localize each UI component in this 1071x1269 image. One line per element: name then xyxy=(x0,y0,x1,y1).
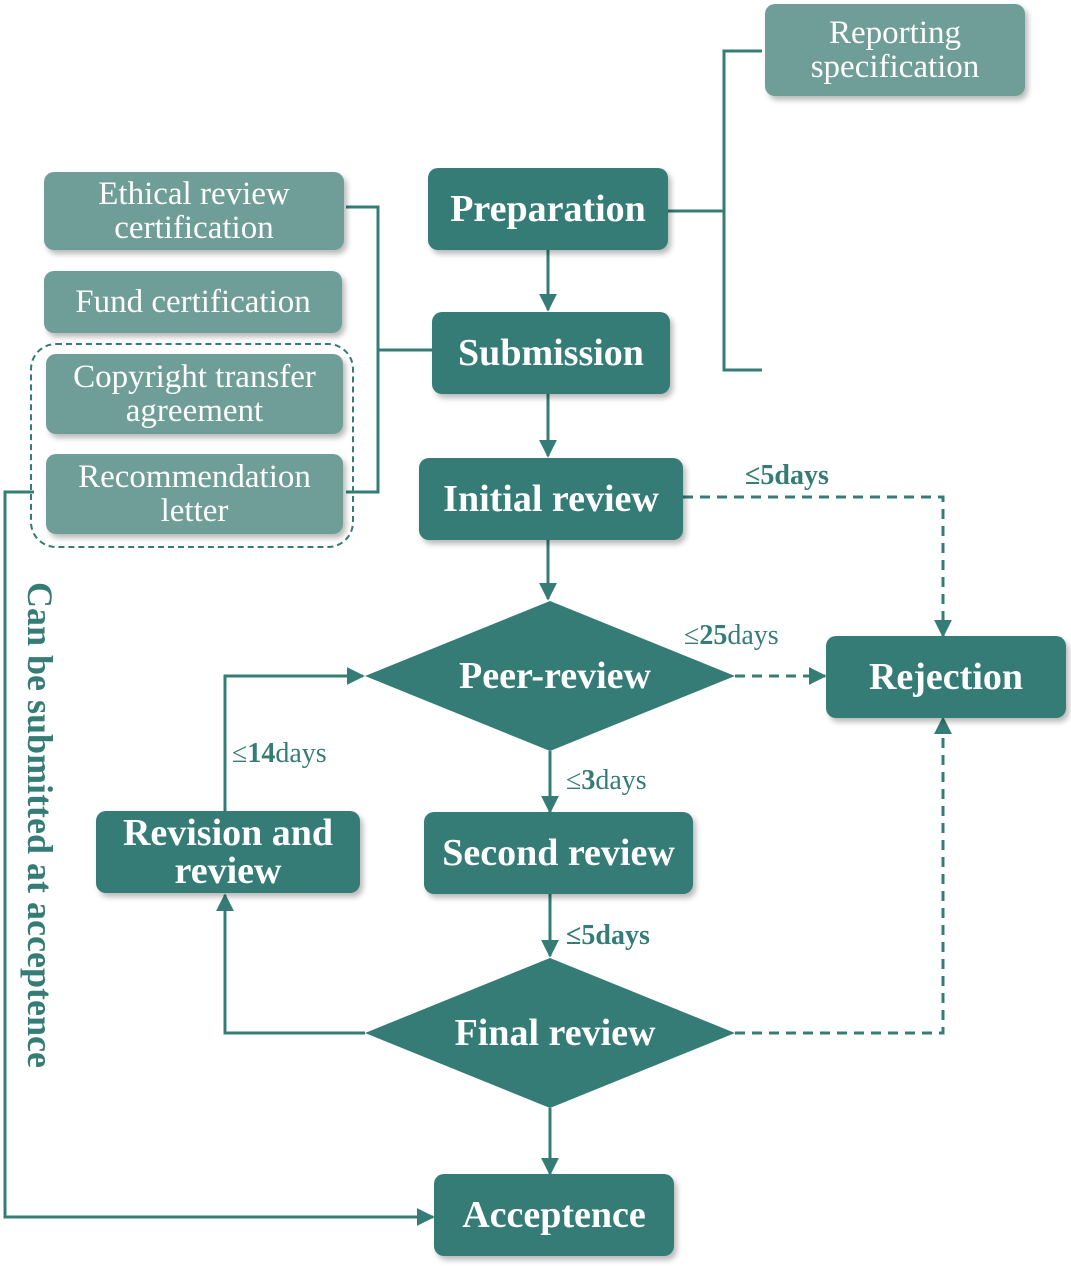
recommendation-letter-box[interactable]: Recommendation letter xyxy=(46,454,343,534)
copyright-line1: Copyright transfer xyxy=(73,359,316,395)
acceptence-box[interactable]: Acceptence xyxy=(434,1174,674,1256)
fund-certification-box[interactable]: Fund certification xyxy=(44,271,342,333)
final-review-diamond[interactable] xyxy=(365,958,735,1108)
second-review-box[interactable]: Second review xyxy=(424,812,693,894)
ethical-line1: Ethical review xyxy=(98,176,290,212)
optional-documents-group xyxy=(30,343,354,548)
submission-label: Submission xyxy=(458,332,644,374)
rejection-label: Rejection xyxy=(868,656,1024,698)
duration-unit: days xyxy=(774,460,829,491)
revision-line1: Revision and xyxy=(122,812,334,854)
path-recommendation-acceptence xyxy=(3,490,435,1226)
duration-unit: days xyxy=(595,920,650,951)
duration-symbol: ≤ xyxy=(566,765,582,796)
bracket-reporting-vertical xyxy=(722,49,762,372)
preparation-box[interactable]: Preparation xyxy=(428,168,668,250)
recommendation-line1: Recommendation xyxy=(78,459,311,495)
duration-revision-peer: ≤14days xyxy=(232,739,327,769)
peer-review-diamond[interactable] xyxy=(365,601,735,751)
fund-label: Fund certification xyxy=(75,284,311,320)
duration-number: 5 xyxy=(760,460,775,491)
reporting-line2: specification xyxy=(810,49,980,85)
duration-number: 14 xyxy=(247,738,276,769)
duration-symbol: ≤ xyxy=(745,460,761,491)
duration-number: 5 xyxy=(581,920,596,951)
revision-line2: review xyxy=(174,850,282,892)
ethical-review-box[interactable]: Ethical review certification xyxy=(44,172,344,250)
duration-initial-rejection: ≤5days xyxy=(745,461,829,491)
arrow-revision-peer xyxy=(223,667,365,811)
arrow-final-revision xyxy=(216,893,365,1035)
second-review-label: Second review xyxy=(442,832,675,874)
recommendation-line2: letter xyxy=(160,493,229,529)
duration-peer-rejection: ≤25days xyxy=(684,621,779,651)
dashed-final-rejection xyxy=(735,716,952,1035)
preparation-label: Preparation xyxy=(450,188,646,230)
duration-symbol: ≤ xyxy=(684,620,700,651)
duration-symbol: ≤ xyxy=(232,738,248,769)
submitted-at-acceptence-note: Can be submitted at acceptence xyxy=(20,582,60,1068)
reporting-specification-box[interactable]: Reporting specification xyxy=(765,4,1025,96)
peer-review-label: Peer-review xyxy=(459,655,651,697)
final-review-label: Final review xyxy=(454,1012,656,1054)
duration-second-final: ≤5days xyxy=(566,921,650,951)
duration-symbol: ≤ xyxy=(566,920,582,951)
duration-unit: days xyxy=(727,620,779,651)
revision-and-review-box[interactable]: Revision and review xyxy=(96,811,360,893)
duration-number: 25 xyxy=(699,620,728,651)
duration-number: 3 xyxy=(581,765,596,796)
copyright-transfer-box[interactable]: Copyright transfer agreement xyxy=(46,354,343,434)
initial-review-label: Initial review xyxy=(443,478,659,520)
rejection-box[interactable]: Rejection xyxy=(826,636,1066,718)
duration-unit: days xyxy=(595,765,647,796)
reporting-line1: Reporting xyxy=(829,15,961,51)
ethical-line2: certification xyxy=(114,210,274,246)
duration-peer-second: ≤3days xyxy=(566,766,647,796)
initial-review-box[interactable]: Initial review xyxy=(419,458,683,540)
acceptence-label: Acceptence xyxy=(462,1194,646,1236)
dashed-initial-rejection xyxy=(683,495,952,638)
submission-box[interactable]: Submission xyxy=(432,312,670,394)
duration-unit: days xyxy=(275,738,327,769)
copyright-line2: agreement xyxy=(125,393,264,429)
